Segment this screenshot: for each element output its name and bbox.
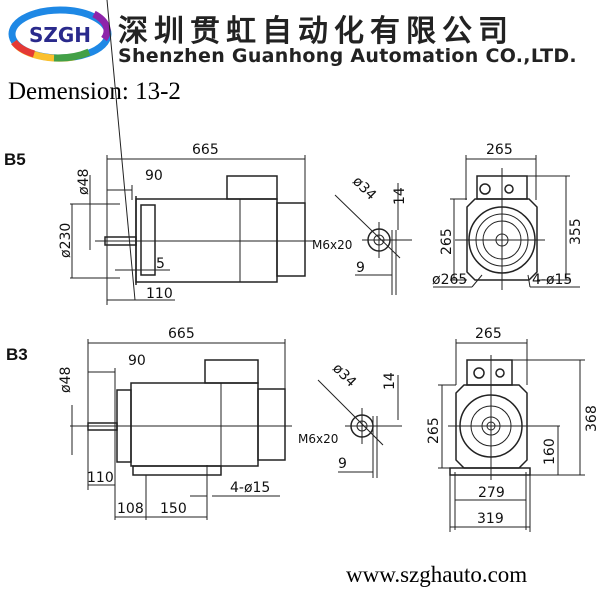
b5-key-width: 14 [392, 187, 408, 205]
b5-holes: 4-ø15 [532, 272, 572, 288]
company-name-cn: 深圳贯虹自动化有限公司 [118, 14, 514, 49]
b3-key-dia: ø34 [329, 361, 359, 391]
b3-height: 265 [426, 417, 442, 444]
b3-key-width: 14 [382, 372, 398, 390]
b3-foot-offset: 108 [117, 501, 144, 517]
b3-center-height: 160 [542, 438, 558, 465]
header: SZGH 深圳贯虹自动化有限公司 Shenzhen Guanhong Autom… [0, 0, 600, 72]
b5-shaft-end-view [334, 183, 412, 295]
b5-flange-dia: ø230 [58, 223, 74, 258]
b5-flange-thk: 5 [156, 256, 165, 272]
b3-shaft-dia: ø48 [58, 367, 74, 393]
b3-side-view [70, 339, 292, 520]
b3-shaft-ext: 110 [87, 470, 114, 486]
b3-end-view [438, 339, 585, 532]
logo-text: SZGH [29, 23, 91, 47]
b3-drawing: B3 665 90 ø48 110 108 150 4-ø15 [6, 326, 600, 532]
b5-shaft-length: 90 [145, 168, 163, 184]
b5-key-dia: ø34 [349, 174, 379, 204]
b3-shaft-end-view [317, 375, 402, 478]
b5-drawing: B5 665 90 ø48 ø230 5 110 [4, 0, 584, 305]
b3-label: B3 [6, 345, 28, 364]
b3-key-depth: 9 [338, 456, 347, 472]
b5-label: B5 [4, 150, 26, 169]
b5-key-depth: 9 [356, 260, 365, 276]
page-title: Demension: 13-2 [8, 78, 181, 105]
b5-side-view [70, 0, 315, 305]
b3-thread: M6x20 [298, 432, 338, 446]
b3-holes: 4-ø15 [230, 480, 270, 496]
b3-width: 265 [475, 326, 502, 342]
b3-foot-spacing: 150 [160, 501, 187, 517]
b5-pcd: ø265 [432, 272, 467, 288]
b3-length-665: 665 [168, 326, 195, 342]
company-name-en: Shenzhen Guanhong Automation CO.,LTD. [118, 45, 577, 67]
b3-foot-width: 319 [477, 511, 504, 527]
b5-spigot: 110 [146, 286, 173, 302]
b5-shaft-dia: ø48 [76, 169, 92, 195]
b5-total-height: 355 [568, 218, 584, 245]
b5-thread: M6x20 [312, 238, 352, 252]
b3-total-height: 368 [584, 405, 600, 432]
b5-end-view [433, 155, 580, 290]
logo: SZGH [8, 6, 112, 62]
b5-length-665: 665 [192, 142, 219, 158]
b3-shaft-length: 90 [128, 353, 146, 369]
b3-foot-holes: 279 [478, 485, 505, 501]
b5-height: 265 [439, 228, 455, 255]
website-url: www.szghauto.com [346, 562, 528, 587]
b5-width: 265 [486, 142, 513, 158]
